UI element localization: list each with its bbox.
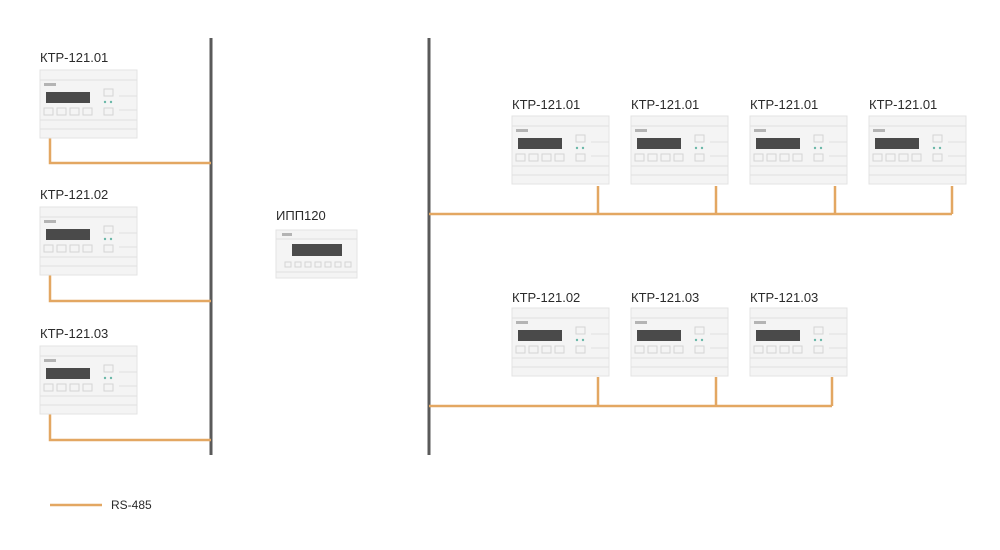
- device-right-bottom-2: КТР-121.03: [630, 290, 729, 377]
- device-left-1: КТР-121.01: [39, 50, 138, 139]
- device-right-top-4-label: КТР-121.01: [869, 97, 937, 112]
- rs485-link-left-3: [48, 412, 211, 442]
- device-left-2-label: КТР-121.02: [40, 187, 108, 202]
- device-right-bottom-2-label: КТР-121.03: [631, 290, 699, 305]
- device-right-bottom-3: КТР-121.03: [749, 290, 848, 377]
- device-right-top-4: КТР-121.01: [868, 97, 967, 185]
- device-right-bottom-3-label: КТР-121.03: [750, 290, 818, 305]
- device-right-top-2: КТР-121.01: [630, 97, 729, 185]
- legend: RS-485: [50, 498, 152, 512]
- device-left-3: КТР-121.03: [39, 326, 138, 415]
- legend-label: RS-485: [111, 498, 152, 512]
- device-right-top-3: КТР-121.01: [749, 97, 848, 185]
- device-right-bottom-1-label: КТР-121.02: [512, 290, 580, 305]
- device-right-top-2-label: КТР-121.01: [631, 97, 699, 112]
- device-left-3-label: КТР-121.03: [40, 326, 108, 341]
- device-left-2: КТР-121.02: [39, 187, 138, 276]
- device-right-top-3-label: КТР-121.01: [750, 97, 818, 112]
- device-left-1-label: КТР-121.01: [40, 50, 108, 65]
- device-right-top-1: КТР-121.01: [511, 97, 610, 185]
- device-right-top-1-label: КТР-121.01: [512, 97, 580, 112]
- device-right-bottom-1: КТР-121.02: [511, 290, 610, 377]
- rs485-link-left-1: [48, 136, 211, 165]
- rs485-link-left-2: [48, 273, 211, 303]
- device-center-ipp: ИПП120: [275, 208, 358, 279]
- device-center-label: ИПП120: [276, 208, 326, 223]
